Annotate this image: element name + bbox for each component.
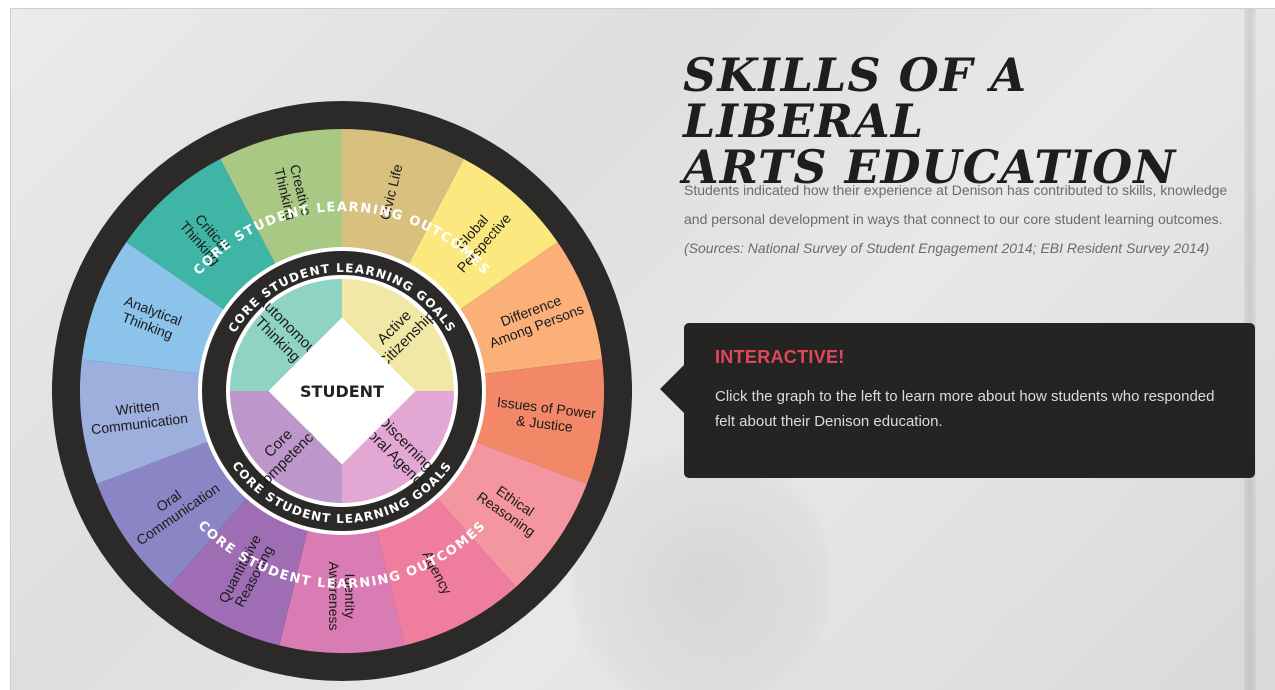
callout-body: Click the graph to the left to learn mor… xyxy=(715,388,1215,430)
page-title-line-2: ARTS EDUCATION xyxy=(683,140,1177,194)
callout-pointer xyxy=(660,365,684,413)
callout-heading: INTERACTIVE! xyxy=(715,347,845,367)
page-title: SKILLS OF A LIBERAL ARTS EDUCATION xyxy=(683,52,1243,190)
learning-outcomes-wheel[interactable]: Civic LifeGlobalPerspectiveDifferenceAmo… xyxy=(0,0,660,689)
interactive-callout: INTERACTIVE! Click the graph to the left… xyxy=(660,323,1255,478)
student-diamond xyxy=(268,317,416,465)
ring-divider-left-notch xyxy=(52,383,62,399)
outcome-label-identity-awareness: IdentityAwareness xyxy=(326,561,358,630)
page-title-line-1: SKILLS OF A LIBERAL xyxy=(683,48,1028,148)
student-label: STUDENT xyxy=(300,382,384,401)
ring-divider-right-notch xyxy=(622,383,632,399)
intro-paragraph: Students indicated how their experience … xyxy=(684,176,1254,263)
sources-note: (Sources: National Survey of Student Eng… xyxy=(684,240,1210,256)
intro-text: Students indicated how their experience … xyxy=(684,182,1228,227)
